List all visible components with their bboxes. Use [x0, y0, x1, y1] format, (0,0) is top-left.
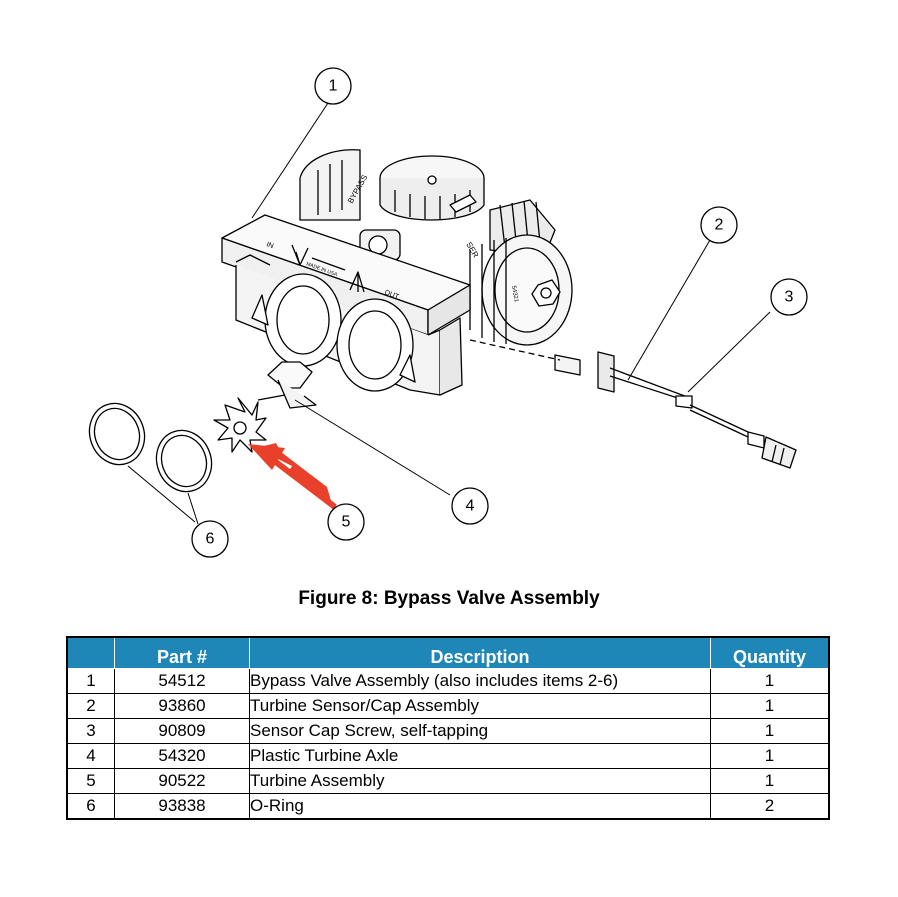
header-part-number: Part # — [114, 636, 250, 669]
part-stamp-label: 54321 — [510, 285, 519, 303]
cell-part-number: 54320 — [114, 743, 250, 769]
cell-part-number: 90809 — [114, 718, 250, 744]
valve-body — [299, 149, 573, 346]
bypass-block — [221, 214, 471, 396]
header-description: Description — [249, 636, 711, 669]
cell-quantity: 1 — [710, 743, 830, 769]
callout-5: 5 — [327, 503, 365, 541]
header-quantity: Quantity — [710, 636, 830, 669]
cell-description: O-Ring — [249, 793, 711, 820]
cell-description: Plastic Turbine Axle — [249, 743, 711, 769]
turbine-axle — [257, 361, 317, 409]
parts-table: Part # Description Quantity 1 54512 Bypa… — [66, 636, 830, 820]
cell-item: 2 — [66, 693, 115, 719]
callout-1: 1 — [314, 67, 352, 105]
svg-text:3: 3 — [785, 289, 794, 306]
table-row: 3 90809 Sensor Cap Screw, self-tapping 1 — [66, 718, 830, 744]
cell-item: 6 — [66, 793, 115, 820]
cell-part-number: 54512 — [114, 668, 250, 694]
cell-quantity: 2 — [710, 793, 830, 820]
table-row: 6 93838 O-Ring 2 — [66, 793, 830, 820]
cell-description: Bypass Valve Assembly (also includes ite… — [249, 668, 711, 694]
callout-6: 6 — [191, 520, 229, 558]
cell-item: 1 — [66, 668, 115, 694]
o-rings — [88, 402, 213, 493]
svg-text:4: 4 — [466, 498, 475, 515]
cell-quantity: 1 — [710, 718, 830, 744]
cell-part-number: 93860 — [114, 693, 250, 719]
table-row: 2 93860 Turbine Sensor/Cap Assembly 1 — [66, 693, 830, 719]
svg-text:6: 6 — [206, 531, 215, 548]
leader-lines — [127, 102, 771, 525]
cell-quantity: 1 — [710, 693, 830, 719]
turbine — [213, 397, 267, 453]
cell-description: Turbine Sensor/Cap Assembly — [249, 693, 711, 719]
out-label: OUT — [383, 289, 400, 301]
cell-item: 3 — [66, 718, 115, 744]
cell-part-number: 90522 — [114, 768, 250, 794]
cell-description: Turbine Assembly — [249, 768, 711, 794]
service-label: SER — [464, 241, 480, 260]
svg-text:2: 2 — [715, 217, 724, 234]
cell-item: 5 — [66, 768, 115, 794]
cell-item: 4 — [66, 743, 115, 769]
callout-4: 4 — [451, 487, 489, 525]
header-item — [66, 636, 115, 669]
table-row: 1 54512 Bypass Valve Assembly (also incl… — [66, 668, 830, 694]
bypass-valve-drawing: 1 2 3 4 5 6 IN MADE IN USA OUT BYPASS SE… — [88, 67, 808, 558]
table-header-row: Part # Description Quantity — [66, 636, 830, 669]
table-row: 4 54320 Plastic Turbine Axle 1 — [66, 743, 830, 769]
cell-description: Sensor Cap Screw, self-tapping — [249, 718, 711, 744]
in-label: IN — [265, 241, 274, 250]
cell-quantity: 1 — [710, 768, 830, 794]
figure-caption: Figure 8: Bypass Valve Assembly — [298, 588, 600, 609]
sensor-assembly — [469, 339, 797, 469]
svg-text:5: 5 — [342, 514, 351, 531]
table-row: 5 90522 Turbine Assembly 1 — [66, 768, 830, 794]
callout-2: 2 — [700, 206, 738, 244]
svg-text:1: 1 — [329, 78, 338, 95]
cell-part-number: 93838 — [114, 793, 250, 820]
cell-quantity: 1 — [710, 668, 830, 694]
callout-3: 3 — [770, 278, 808, 316]
